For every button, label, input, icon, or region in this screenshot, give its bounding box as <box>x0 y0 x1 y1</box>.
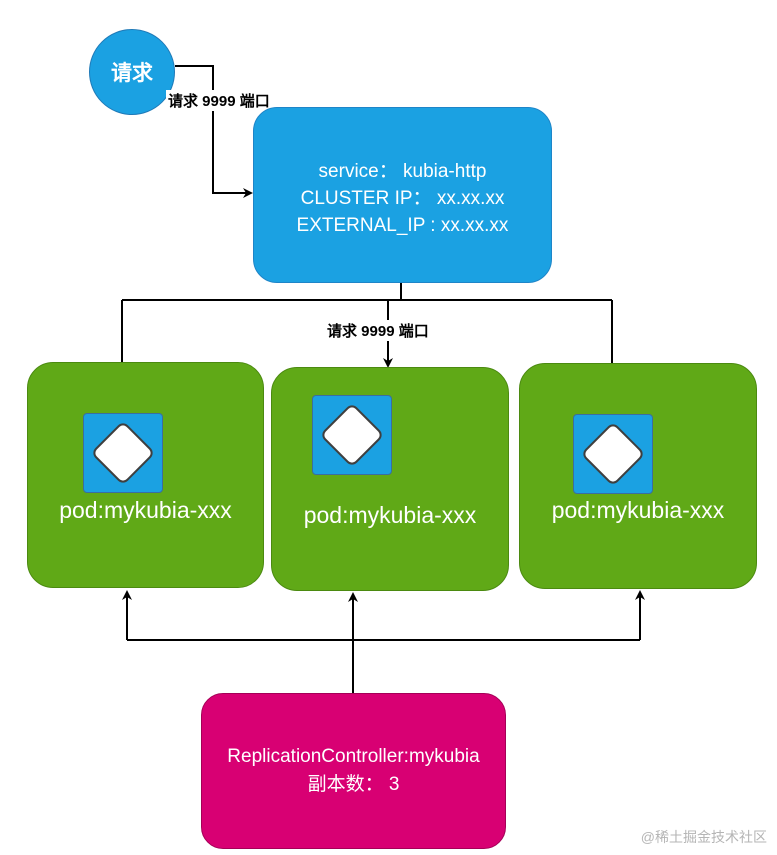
pod-node-1[interactable]: pod:mykubia-xxx <box>27 362 264 588</box>
edge-label-service-to-pods: 请求 9999 端口 <box>325 320 431 341</box>
pod-container-icon <box>312 395 392 475</box>
request-node[interactable]: 请求 <box>89 29 175 115</box>
pod-node-3[interactable]: pod:mykubia-xxx <box>519 363 757 589</box>
pod-container-icon <box>573 414 653 494</box>
edge-label-request-to-service: 请求 9999 端口 <box>166 90 272 111</box>
service-node[interactable]: service： kubia-http CLUSTER IP： xx.xx.xx… <box>253 107 552 283</box>
service-name: service： kubia-http <box>318 160 487 182</box>
service-external-ip: EXTERNAL_IP : xx.xx.xx <box>296 214 509 236</box>
replication-controller-node[interactable]: ReplicationController:mykubia 副本数： 3 <box>201 693 506 849</box>
service-cluster-ip: CLUSTER IP： xx.xx.xx <box>300 187 505 209</box>
rc-name: ReplicationController:mykubia <box>227 746 480 767</box>
watermark: @稀土掘金技术社区 <box>640 829 767 845</box>
pod-node-2[interactable]: pod:mykubia-xxx <box>271 367 509 591</box>
request-node-label: 请求 <box>111 62 153 85</box>
pod-label: pod:mykubia-xxx <box>59 497 232 523</box>
pod-label: pod:mykubia-xxx <box>303 502 477 528</box>
rc-replicas: 副本数： 3 <box>307 774 400 795</box>
pod-container-icon <box>83 413 163 493</box>
edge-request-to-service <box>175 65 253 198</box>
pod-label: pod:mykubia-xxx <box>551 497 725 523</box>
